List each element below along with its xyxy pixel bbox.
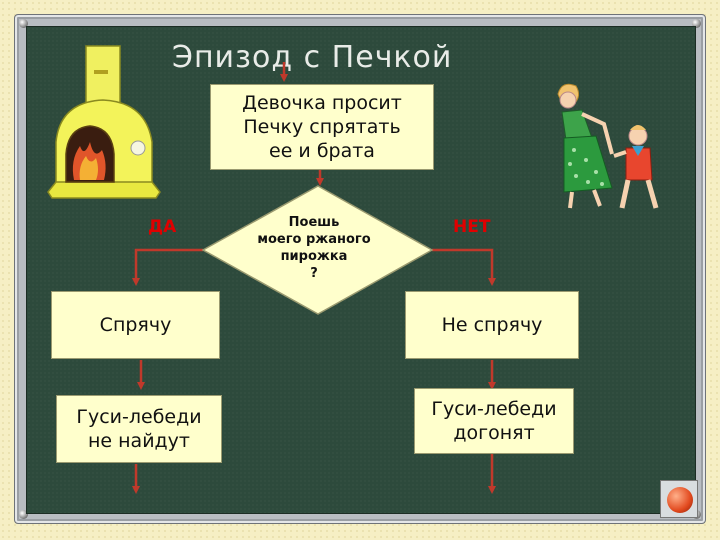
screw-icon bbox=[19, 19, 28, 28]
not-hide-box: Не спрячу bbox=[405, 291, 579, 359]
catch-up-result: Гуси-лебеди догонят bbox=[414, 388, 574, 454]
not-found-result: Гуси-лебеди не найдут bbox=[56, 395, 222, 463]
screw-icon bbox=[692, 19, 701, 28]
girl-and-boy-icon bbox=[557, 83, 659, 209]
decision-question: Поешь моего ржаного пирожка ? bbox=[257, 215, 371, 281]
decision-diamond bbox=[201, 185, 434, 315]
stove-icon bbox=[47, 45, 161, 199]
no-label: НЕТ bbox=[453, 217, 491, 237]
start-box: Девочка просит Печку спрятать ее и брата bbox=[210, 84, 434, 170]
end-button-icon bbox=[667, 487, 693, 513]
end-button[interactable] bbox=[660, 480, 698, 518]
screw-icon bbox=[19, 510, 28, 519]
hide-box: Спрячу bbox=[51, 291, 220, 359]
yes-label: ДА bbox=[148, 217, 177, 237]
page-title: Эпизод с Печкой bbox=[172, 40, 453, 75]
